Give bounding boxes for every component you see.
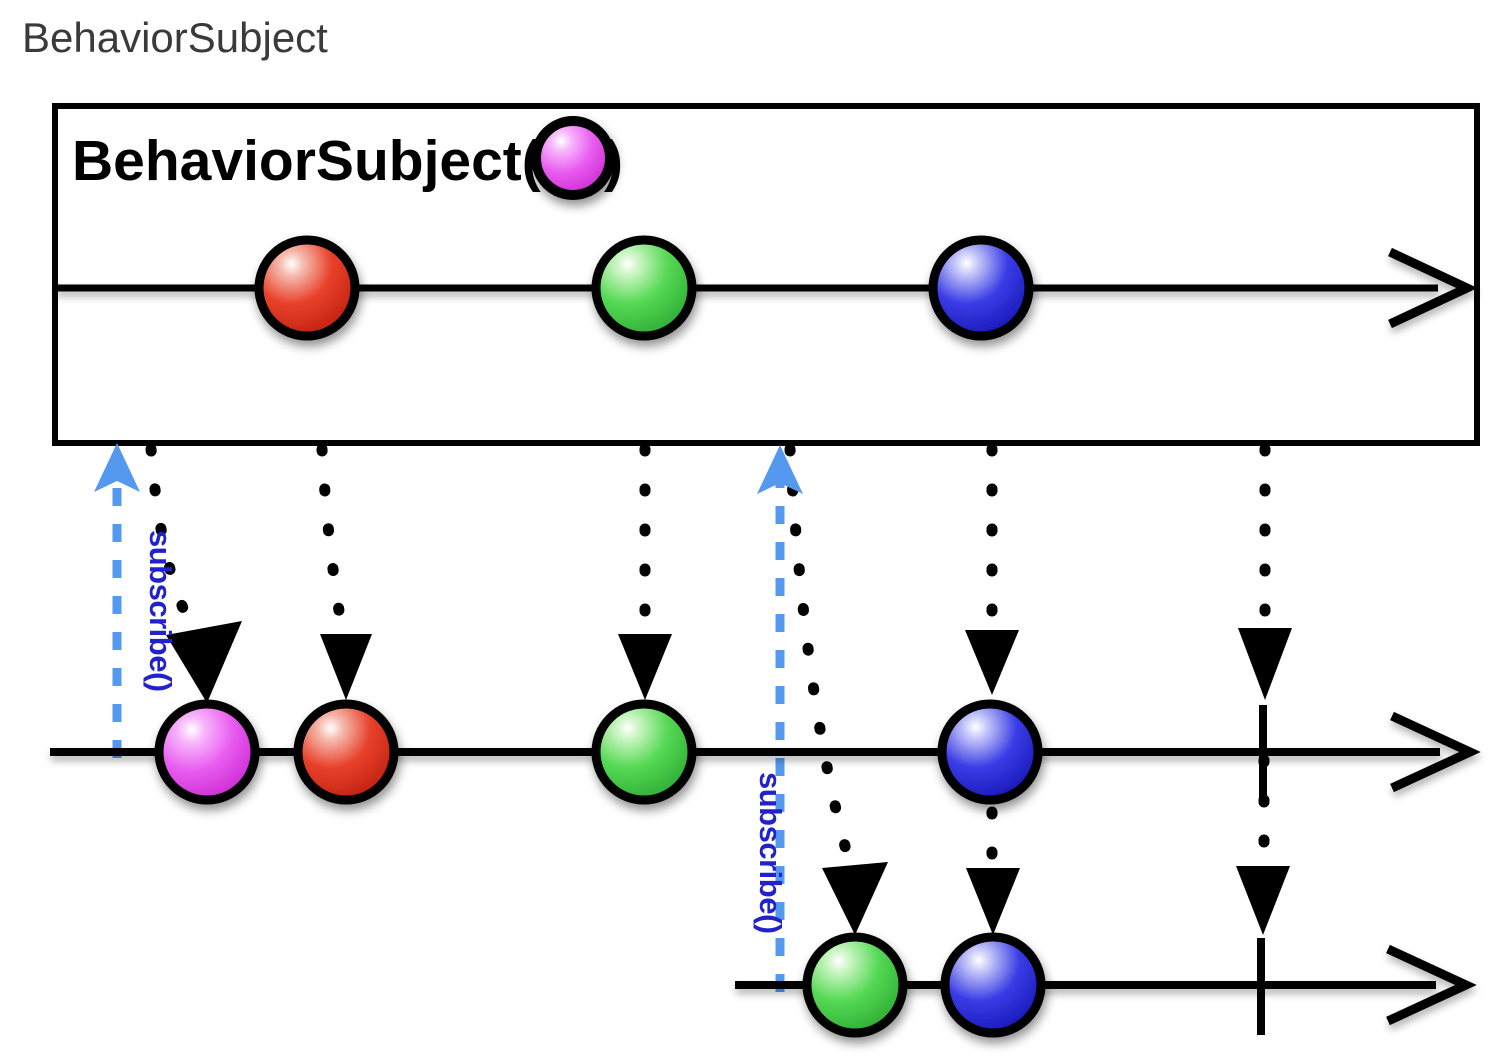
timeline-source [55,235,1478,341]
marble-sub2-blue [940,932,1046,1038]
subscribe-arrow-2 [757,445,803,992]
marble-source-green [591,235,697,341]
marble-sub1-blue [937,699,1043,805]
emission-lines-subscriber-1 [145,443,1271,642]
emission-lines-subscriber-2 [784,443,1270,874]
subscribe-label-1: subscribe() [143,530,178,692]
emission-arrowheads-subscriber-1 [166,621,1292,703]
box-label-suffix: ) [604,129,623,193]
arrowhead-green [618,634,672,700]
emission-arrowheads-subscriber-2 [822,862,1290,935]
marble-source-blue [928,235,1034,341]
box-label-prefix: BehaviorSubject( [72,129,541,193]
emission-line-red [316,443,349,640]
arrowhead-blue-sub2 [966,868,1020,935]
subscribe-label-2: subscribe() [753,772,788,934]
arrowhead-complete-2 [1236,866,1290,935]
arrowhead-current-value [166,621,242,703]
subscribe-arrow-1 [94,443,140,758]
timeline-subscriber-2 [735,932,1477,1038]
marble-source-red [254,235,360,341]
arrowhead-blue [965,630,1019,695]
marble-sub1-green [591,699,697,805]
box-label: BehaviorSubject( ) [72,116,623,200]
arrowhead-complete-1 [1238,628,1292,700]
marble-sub1-red [293,699,399,805]
timeline-subscriber-1 [50,699,1481,805]
emission-line-current-value [145,443,203,642]
arrowhead-red [320,634,372,700]
marble-sub1-magenta [154,699,260,805]
page-title: BehaviorSubject [22,14,328,61]
marble-sub2-green [802,932,908,1038]
box-label-marble [531,116,615,200]
emission-line-green-to-sub2 [784,443,857,874]
arrowhead-green-sub2 [822,862,888,935]
